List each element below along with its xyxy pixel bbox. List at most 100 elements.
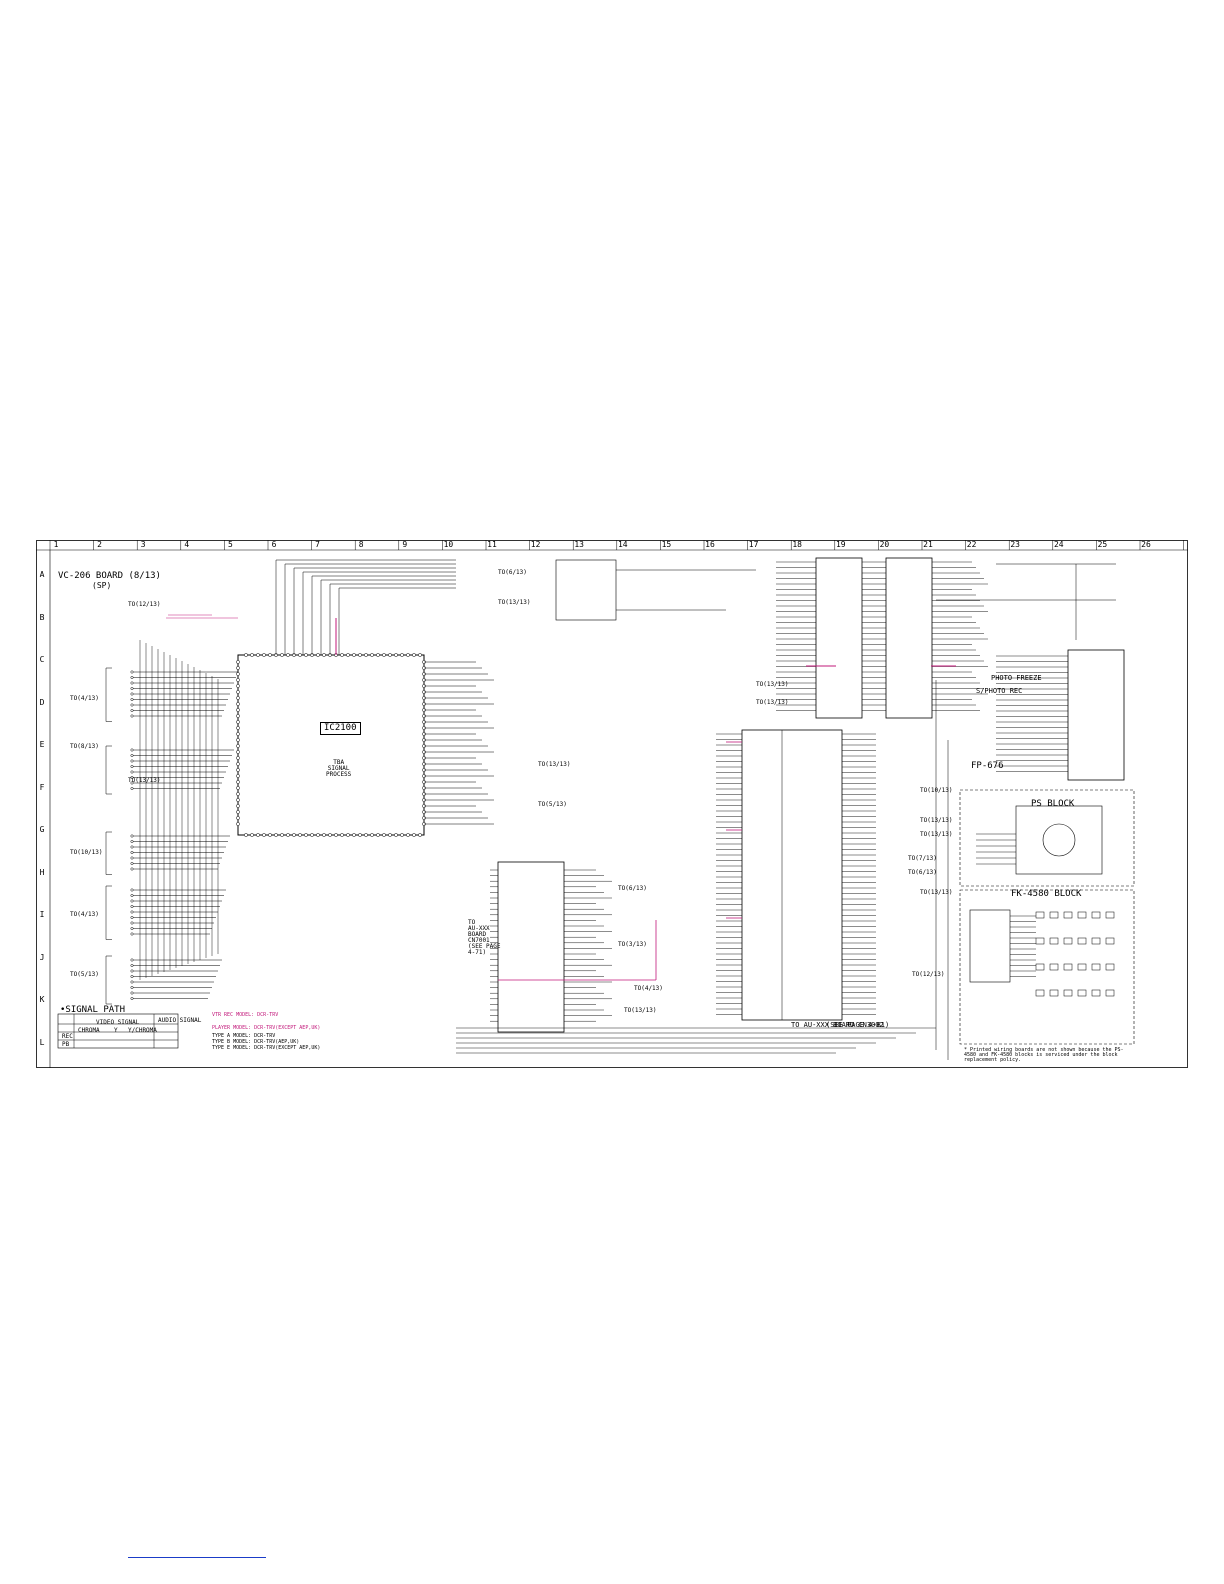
ic-pin — [236, 672, 240, 676]
fk-switch — [1077, 911, 1087, 919]
ic-pin — [406, 833, 410, 837]
signal-path-header-video: VIDEO SIGNAL — [96, 1019, 140, 1026]
ic-pin — [352, 833, 356, 837]
ref-right-8: TO(13/13) — [920, 889, 953, 896]
ref-mid-2: TO(13/13) — [498, 599, 531, 606]
photo-freeze-label: PHOTO FREEZE — [991, 674, 1042, 682]
ic-pin — [328, 833, 332, 837]
ic-pin — [394, 833, 398, 837]
fk-switch — [1091, 937, 1101, 945]
ic-pin — [346, 833, 350, 837]
terminal — [130, 670, 134, 674]
ic-pin — [358, 833, 362, 837]
ic-pin — [322, 833, 326, 837]
row-letter: L — [39, 1037, 45, 1047]
ref-right-2: TO(13/13) — [756, 699, 789, 706]
column-number: 11 — [487, 540, 497, 549]
schematic-wiring — [36, 540, 1188, 1068]
column-number: 13 — [574, 540, 584, 549]
terminal — [130, 975, 134, 978]
cn-board-label: TO AU-XXX BOARD CN3002 — [791, 1021, 884, 1029]
ic-pin — [400, 653, 404, 657]
ic-pin — [316, 833, 320, 837]
terminal — [130, 748, 134, 752]
column-number: 23 — [1010, 540, 1020, 549]
ic-pin — [406, 653, 410, 657]
fp-block-label: FP-676 — [971, 761, 1004, 771]
fk-switch — [1035, 963, 1045, 971]
column-number: 22 — [966, 540, 977, 549]
ic-pin — [236, 804, 240, 808]
ic-pin — [298, 833, 302, 837]
ps-block-outline — [959, 789, 1135, 887]
ref-mid-5: TO(6/13) — [618, 885, 647, 892]
ref-right-4: TO(13/13) — [920, 817, 953, 824]
ref-right-1: TO(13/13) — [756, 681, 789, 688]
model-note-vtr: VTR REC MODEL: DCR-TRV — [212, 1012, 279, 1018]
terminal — [130, 851, 134, 854]
terminal — [130, 714, 134, 718]
ic-pin — [262, 833, 266, 837]
column-number: 1 — [53, 540, 59, 549]
column-number: 9 — [402, 540, 408, 549]
photo-rec-label: S/PHOTO REC — [976, 687, 1023, 695]
fk-switch — [1049, 963, 1059, 971]
column-number: 12 — [530, 540, 541, 549]
terminal — [130, 681, 134, 685]
model-note-type-b: TYPE B MODEL: DCR-TRV(AEP,UK) — [212, 1039, 300, 1045]
connector-cn3002 — [741, 729, 843, 1021]
fk-switch — [1105, 963, 1115, 971]
fk-switch — [1063, 937, 1073, 945]
ic-pin — [256, 653, 260, 657]
ic-pin — [236, 744, 240, 748]
ref-left-2: TO(8/13) — [70, 743, 99, 750]
sheet-frame — [36, 540, 1188, 1068]
terminal — [130, 980, 134, 984]
ic-pin — [236, 726, 240, 730]
row-letter: E — [39, 740, 45, 749]
terminal — [130, 910, 134, 914]
ref-mid-7: TO(4/13) — [634, 985, 663, 992]
column-number: 21 — [923, 540, 933, 549]
connector-top-mid — [815, 557, 863, 719]
row-letter: B — [39, 612, 45, 622]
ic-pin — [236, 708, 240, 712]
ic-pin — [244, 653, 248, 657]
terminal — [130, 781, 134, 785]
terminal — [130, 776, 134, 779]
ic-pin — [268, 653, 272, 657]
ref-mid-4: TO(5/13) — [538, 801, 567, 808]
ref-right-9: TO(12/13) — [912, 971, 945, 978]
ic-main-desc: TBA SIGNAL PROCESS — [326, 759, 352, 778]
ic-pin — [236, 732, 240, 736]
ic-pin — [388, 653, 392, 657]
fk-block-outline — [959, 889, 1135, 1045]
terminal — [130, 787, 134, 790]
column-number: 15 — [661, 540, 672, 549]
fk-switch — [1063, 911, 1073, 919]
ic-pin — [346, 653, 350, 657]
ic-pin — [286, 833, 290, 837]
ic-pin — [236, 756, 240, 760]
fk-switch — [1105, 937, 1115, 945]
ref-right-3: TO(10/13) — [920, 787, 953, 794]
connector-top-right — [885, 557, 933, 719]
ic-pin — [358, 653, 362, 657]
ic-pin — [334, 833, 338, 837]
terminal — [130, 894, 134, 897]
fk-switch — [1063, 989, 1073, 997]
ic-pin — [236, 690, 240, 694]
row-letter: G — [39, 825, 45, 834]
ic-pin — [236, 768, 240, 772]
column-number: 8 — [358, 540, 364, 549]
ic-pin — [304, 653, 308, 657]
fk-connector — [969, 909, 1011, 983]
ref-mid-3: TO(13/13) — [538, 761, 571, 768]
column-number: 20 — [879, 540, 890, 549]
terminal — [130, 765, 134, 768]
fk-switch — [1049, 937, 1059, 945]
column-number: 26 — [1141, 540, 1151, 549]
ic-pin — [236, 714, 240, 718]
fk-switch — [1077, 937, 1087, 945]
ref-right-6: TO(7/13) — [908, 855, 937, 862]
